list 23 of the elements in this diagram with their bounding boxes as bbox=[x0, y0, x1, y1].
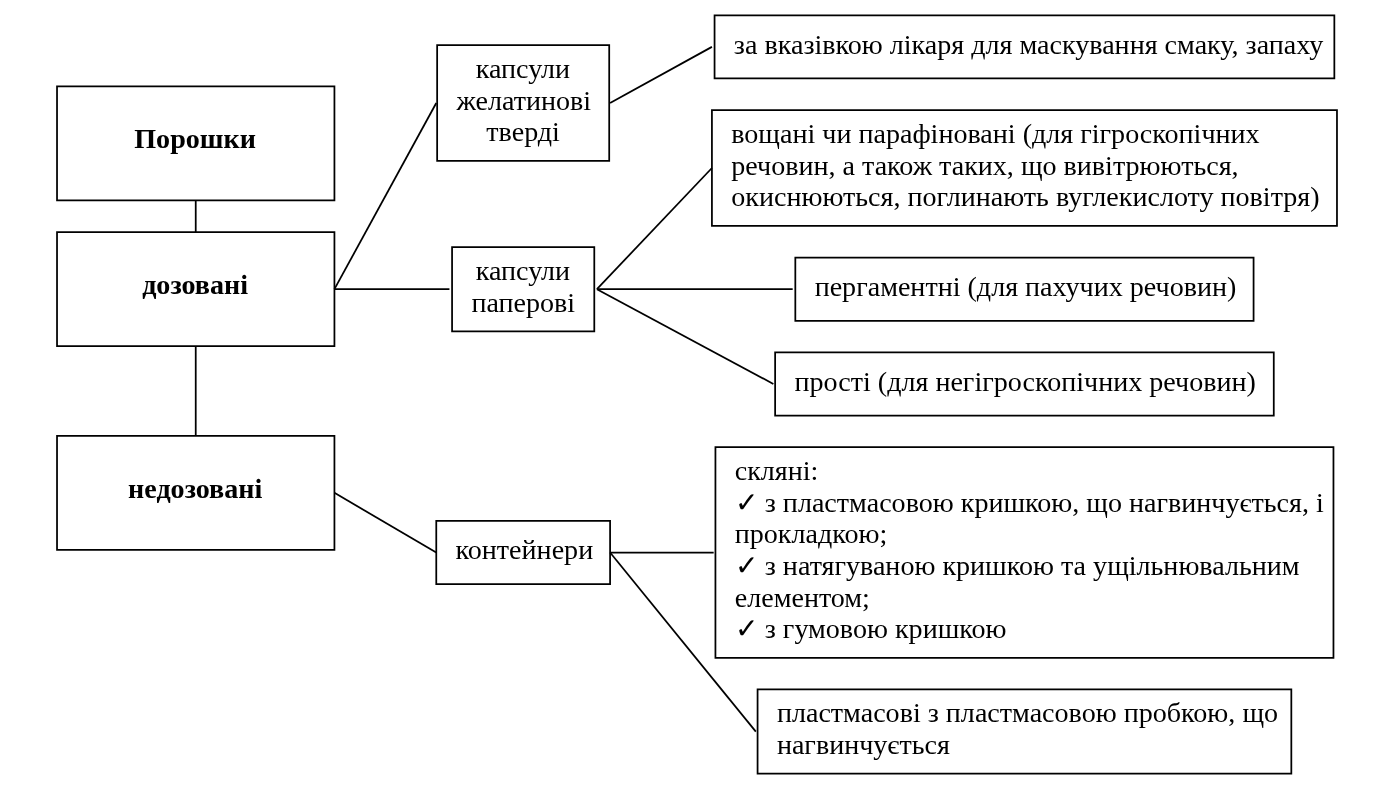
connector bbox=[609, 551, 715, 554]
connector bbox=[596, 167, 713, 291]
node-box: Порошки bbox=[56, 85, 336, 202]
connector bbox=[333, 102, 438, 291]
node-box: недозовані bbox=[56, 434, 336, 551]
node-box: скляні: ✓ з пластмасовою кришкою, що нагвинчується, і прокладкою; ✓ з натягуваною кришкою та ущільнювальним елементом; ✓ з гумовою кришкою bbox=[714, 446, 1335, 659]
connector bbox=[333, 288, 451, 291]
node-box: капсули паперові bbox=[451, 246, 596, 333]
node-box: прості (для негігроскопічних речовин) bbox=[774, 351, 1275, 417]
connector bbox=[609, 551, 757, 733]
connector bbox=[194, 199, 197, 233]
connector bbox=[333, 491, 438, 554]
node-box: дозовані bbox=[56, 231, 336, 348]
node-box: контейнери bbox=[435, 520, 611, 585]
node-box: пергаментні (для пахучих речовин) bbox=[794, 256, 1255, 322]
node-box: за вказівкою лікаря для маскування смаку, запаху bbox=[713, 14, 1336, 80]
connector bbox=[596, 288, 775, 385]
node-box: капсули желатинові тверді bbox=[436, 44, 611, 162]
node-box: пластмасові з пластмасовою пробкою, що нагвинчується bbox=[756, 688, 1293, 775]
node-box: вощані чи парафіновані (для гігроскопічних речовин, а також таких, що вивітрюються, окиснюються, поглинають вуглекислоту повітря) bbox=[711, 109, 1338, 227]
connector bbox=[596, 288, 794, 291]
connector bbox=[609, 46, 713, 104]
connector bbox=[194, 345, 197, 437]
